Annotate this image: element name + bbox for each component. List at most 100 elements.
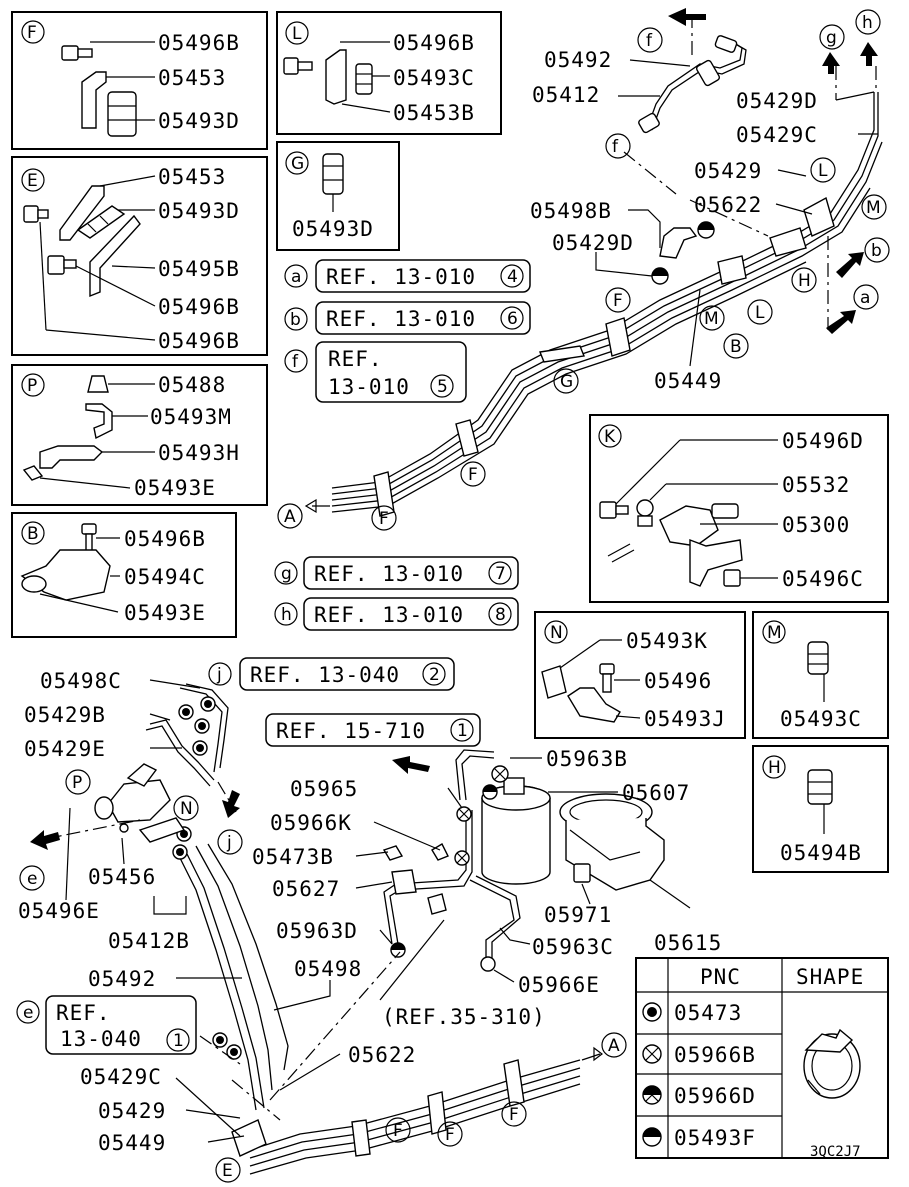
- part-number: 05412: [532, 83, 600, 107]
- legend-header: SHAPE: [796, 965, 864, 989]
- part-number: 05963B: [546, 747, 628, 771]
- bolt-part: [61, 45, 93, 61]
- part-number: 05971: [544, 903, 612, 927]
- canister-part: [481, 777, 551, 885]
- ref-num: 6: [507, 309, 518, 329]
- callout-letter: F: [445, 1125, 455, 1145]
- part-number: 05496B: [158, 31, 240, 55]
- callout-letter: E: [222, 1161, 233, 1181]
- ref-35-310: (REF.35-310): [382, 1005, 545, 1029]
- callout-letter: F: [509, 1105, 519, 1125]
- callout-letter: h: [862, 13, 873, 33]
- ref-f: f REF. 13-010 5: [284, 341, 467, 403]
- ref-15-710: REF. 15-710 1: [265, 713, 481, 747]
- legend-pnc: 05493F: [674, 1126, 756, 1150]
- box-letter: M: [767, 623, 782, 643]
- part-number: 05495B: [158, 257, 240, 281]
- ref-num: 7: [495, 564, 506, 584]
- part-number: 05493J: [644, 707, 726, 731]
- legend-pnc: 05966B: [674, 1043, 756, 1067]
- ref-text: REF.: [56, 1001, 111, 1025]
- callout-letter: F: [468, 465, 478, 485]
- part-number: 05449: [98, 1131, 166, 1155]
- part-number: 05496E: [18, 899, 100, 923]
- part-number: 05453B: [393, 101, 475, 125]
- detail-box-f: F 05496B 05453 05493D: [11, 11, 268, 150]
- lower-labels: 05498C 05429B 05429E 05963B 05607 05965 …: [18, 669, 721, 1155]
- callout-letter: H: [798, 271, 811, 291]
- part-number: 05627: [272, 877, 340, 901]
- part-number: 05496B: [158, 329, 240, 353]
- callout-letter: F: [393, 1121, 403, 1141]
- part-number: 05496B: [124, 527, 206, 551]
- part-number: 05496: [644, 669, 712, 693]
- detail-box-n: N 05493K 05496 05493J: [534, 611, 746, 739]
- ref-key: a: [291, 267, 301, 287]
- part-number: 05429D: [552, 231, 634, 255]
- ref-num: 5: [437, 377, 448, 397]
- part-number: 05493K: [626, 629, 708, 653]
- detail-box-b: B 05496B 05494C 05493E: [11, 512, 237, 638]
- part-number: 05498B: [530, 199, 612, 223]
- clamp-part: [76, 205, 126, 239]
- box-letter: K: [604, 427, 616, 447]
- callout-letter: L: [755, 303, 765, 323]
- part-number: 05473B: [252, 845, 334, 869]
- ref-num: 1: [457, 721, 468, 741]
- detail-box-g: G 05493D: [276, 141, 400, 251]
- detail-box-k: K 05496D 05532 05300 05496C: [589, 414, 889, 603]
- ref-key: h: [281, 605, 292, 625]
- part-number: 05965: [290, 777, 358, 801]
- box-letter: B: [27, 524, 39, 544]
- legend-table: PNC SHAPE 05473 05966B 05966D 05493F: [635, 957, 889, 1159]
- box-letter: E: [27, 171, 38, 191]
- box-letter: G: [291, 154, 304, 174]
- callout-letter: F: [379, 509, 389, 529]
- part-number: 05429C: [736, 123, 818, 147]
- upper-pipe-assembly: [304, 8, 883, 517]
- callout-letter: N: [180, 799, 193, 819]
- callout-letter: g: [826, 28, 837, 48]
- detail-box-m: M 05493C: [752, 611, 889, 739]
- callouts: f f g h L M b a H L B M F G F F A P N j …: [19, 9, 890, 1183]
- ref-b: b REF. 13-010 6: [284, 301, 531, 335]
- ref-text: REF. 13-010: [314, 562, 464, 586]
- ref-key: e: [23, 1003, 33, 1023]
- ref-j: j REF. 13-040 2: [208, 657, 455, 691]
- ref-a: a REF. 13-010 4: [284, 259, 531, 293]
- part-number: 05429E: [24, 737, 106, 761]
- ref-text: 13-040: [60, 1027, 142, 1051]
- part-number: 05492: [88, 967, 156, 991]
- part-number: 05622: [348, 1043, 416, 1067]
- ref-h: h REF. 13-010 8: [274, 597, 519, 631]
- part-number: 05966K: [270, 811, 352, 835]
- part-number: 05963C: [532, 935, 614, 959]
- legend-header: PNC: [700, 965, 741, 989]
- part-number: 05429: [694, 159, 762, 183]
- ref-num: 1: [173, 1031, 184, 1051]
- ref-num: 4: [507, 267, 518, 287]
- part-number: 05493D: [158, 109, 240, 133]
- part-number: 05493H: [158, 441, 240, 465]
- callout-letter: A: [284, 507, 296, 527]
- part-number: 05453: [158, 66, 226, 90]
- part-number: 05429D: [736, 89, 818, 113]
- callout-letter: A: [608, 1036, 620, 1056]
- detail-box-l: L 05496B 05493C 05453B: [276, 11, 502, 135]
- ref-key: g: [281, 564, 292, 584]
- part-number: 05498C: [40, 669, 122, 693]
- valve-part: [659, 503, 743, 587]
- part-number: 05496C: [782, 567, 864, 591]
- part-number: 05622: [694, 193, 762, 217]
- part-number: 05496D: [782, 429, 864, 453]
- part-number: 05488: [158, 373, 226, 397]
- callout-letter: F: [613, 291, 623, 311]
- part-number: 05498: [294, 957, 362, 981]
- box-letter: P: [27, 376, 37, 396]
- part-number: 05492: [544, 48, 612, 72]
- part-number: 05532: [782, 473, 850, 497]
- ref-g: g REF. 13-010 7: [274, 556, 519, 590]
- box-letter: L: [292, 24, 302, 44]
